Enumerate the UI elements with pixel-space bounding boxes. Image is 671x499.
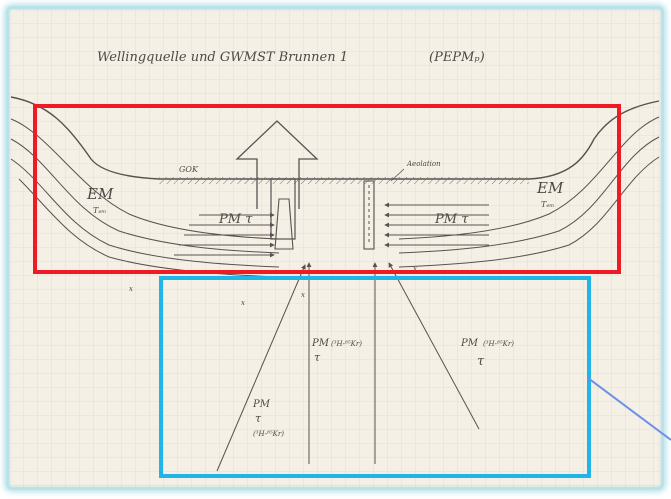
- deep-flow-paths: [216, 262, 480, 472]
- pm-left-label: PM τ: [218, 212, 253, 227]
- pm-left-lower-label: PM: [252, 399, 271, 410]
- pm-right-lower-iso: (³H-⁸⁵Kr): [483, 340, 514, 348]
- em-left-label: EM: [86, 185, 114, 203]
- upper-flow-highlight: [33, 104, 621, 274]
- pm-right-lower-label: PM: [460, 338, 479, 349]
- svg-text:x: x: [301, 291, 305, 299]
- pm-center-label: PM: [311, 338, 330, 349]
- spring-shaft: [270, 178, 296, 240]
- minor-marks: x x x x: [129, 265, 417, 307]
- model-label: (PEPMₚ): [429, 50, 485, 65]
- right-flow-lines: [398, 116, 660, 268]
- pm-right-lower-tau: τ: [477, 354, 485, 369]
- svg-text:x: x: [241, 299, 245, 307]
- spring-outlet-arrow: [235, 120, 319, 209]
- aquifer-top-label: Aeolation: [406, 160, 441, 168]
- em-right-sub: Tₑₘ: [541, 200, 554, 209]
- sketch-paper: Wellingquelle und GWMST Brunnen 1 (PEPMₚ…: [9, 9, 661, 487]
- lower-flow-highlight: [159, 276, 591, 478]
- pm-right-label: PM τ: [434, 212, 469, 227]
- well-casing: [363, 180, 375, 250]
- svg-text:x: x: [129, 285, 133, 293]
- pm-left-lower-iso: (³H-⁸⁵Kr): [253, 430, 284, 438]
- pm-center-iso: (³H-⁸⁵Kr): [331, 340, 362, 348]
- em-right-label: EM: [536, 179, 564, 197]
- sketch-frame: Wellingquelle und GWMST Brunnen 1 (PEPMₚ…: [6, 6, 664, 490]
- gok-label: GOK: [179, 165, 199, 174]
- em-left-sub: Tₑₘ: [93, 206, 106, 215]
- pm-left-lower-tau: τ: [255, 412, 262, 425]
- diagram-title: Wellingquelle und GWMST Brunnen 1: [97, 50, 348, 65]
- left-flow-lines: [10, 118, 280, 278]
- right-inflow-arrows: [384, 202, 489, 248]
- spring-capture: [274, 198, 294, 250]
- aquifer-top-pointer: [390, 168, 405, 182]
- pm-center-tau: τ: [314, 351, 321, 364]
- svg-text:x: x: [413, 265, 417, 273]
- left-inflow-arrows: [174, 212, 275, 258]
- ground-hatch: [159, 177, 529, 184]
- highlight-pointer-line: [587, 377, 671, 441]
